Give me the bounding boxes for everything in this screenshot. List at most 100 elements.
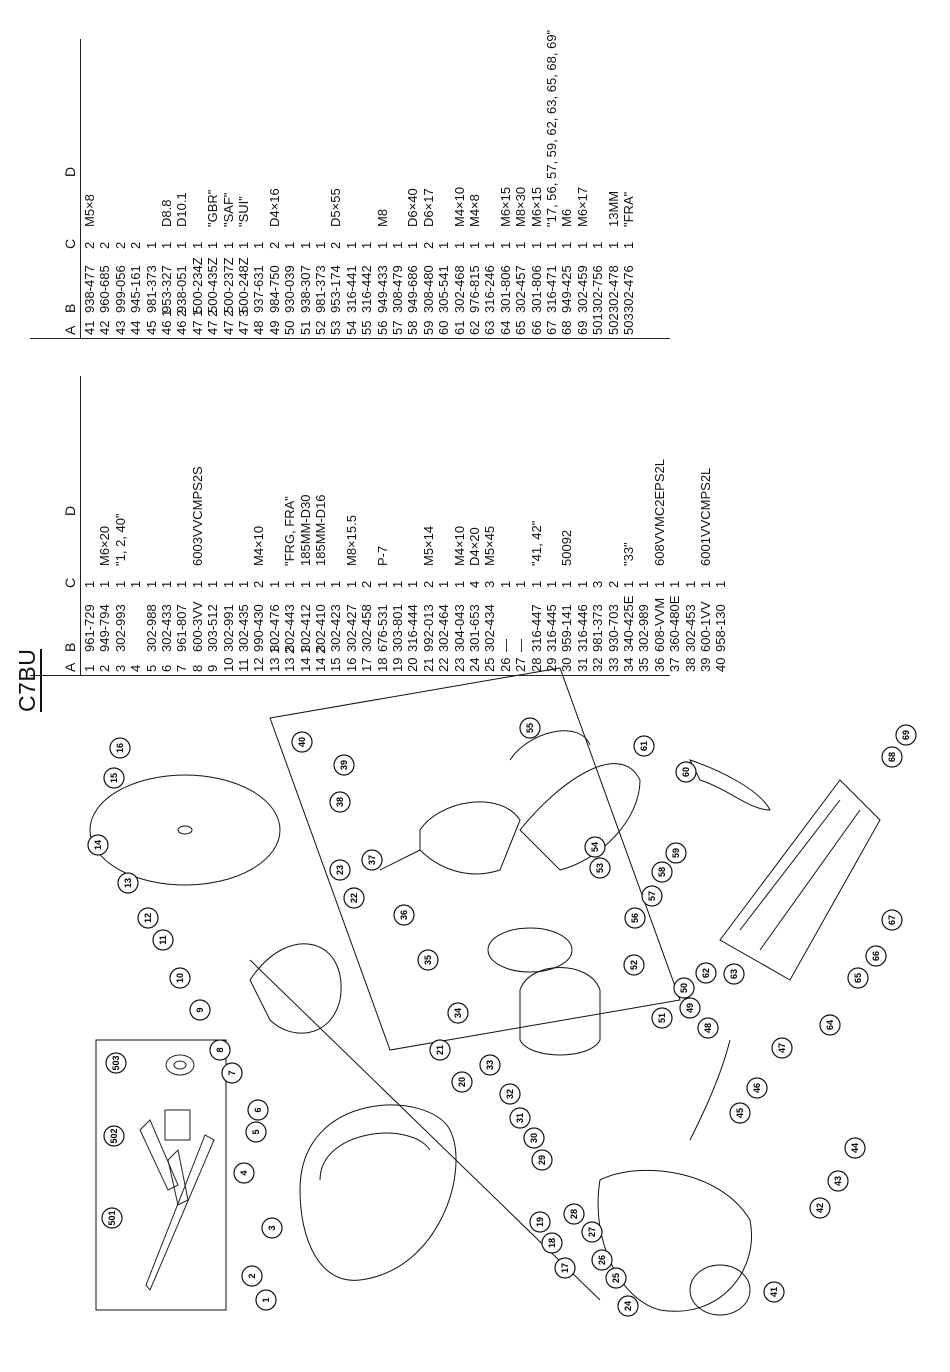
table-cell-a: 26 — [497, 657, 513, 672]
table-cell-c: 1 — [82, 580, 97, 588]
callout-57: 57 — [641, 885, 663, 907]
table-cell-b: 302-458 — [359, 604, 375, 652]
svg-text:25: 25 — [611, 1273, 621, 1283]
svg-text:66: 66 — [871, 951, 881, 961]
table-cell-a: 40 — [713, 657, 729, 672]
depth-lever — [689, 759, 771, 811]
callout-53: 53 — [589, 857, 611, 879]
table-cell-a: 5 — [143, 664, 159, 672]
svg-text:43: 43 — [833, 1176, 843, 1186]
table-cell-c: 1 — [236, 241, 251, 249]
table-cell-b: 500-435Z — [205, 257, 221, 313]
table-cell-c: 1 — [528, 241, 544, 249]
svg-text:29: 29 — [537, 1155, 547, 1165]
table-cell-b: 960-685 — [97, 265, 113, 313]
callout-69: 69 — [895, 724, 917, 746]
table-cell-a: 30 — [559, 657, 575, 672]
table-cell-a: 57 — [390, 320, 405, 335]
callout-20: 20 — [451, 1071, 473, 1093]
callout-41: 41 — [763, 1281, 785, 1303]
svg-text:8: 8 — [215, 1047, 225, 1052]
table-cell-a: 55 — [359, 320, 375, 335]
callout-48: 48 — [697, 1017, 719, 1039]
callout-5: 5 — [245, 1121, 267, 1143]
table-cell-d: M5×45 — [482, 525, 498, 566]
svg-text:32: 32 — [505, 1089, 515, 1099]
svg-text:21: 21 — [435, 1045, 445, 1055]
table-cell-a: 15 — [328, 657, 344, 672]
table-cell-d: D4×16 — [266, 188, 282, 227]
table-cell-a: 52 — [313, 320, 328, 335]
table-cell-c: 1 — [112, 580, 128, 588]
svg-text:2: 2 — [247, 1273, 257, 1278]
table-cell-c: 2 — [328, 241, 344, 249]
callout-43: 43 — [827, 1170, 849, 1192]
table-cell-a: 35 — [636, 657, 652, 672]
svg-text:67: 67 — [887, 915, 897, 925]
saw-blade — [89, 774, 281, 886]
table-cell-a: 18 — [374, 657, 390, 672]
table-cell-d: D5×55 — [328, 188, 344, 227]
svg-text:46: 46 — [752, 1083, 762, 1093]
callout-56: 56 — [624, 907, 646, 929]
svg-text:53: 53 — [595, 863, 605, 873]
callout-60: 60 — [675, 761, 697, 783]
table-cell-a: 34 — [621, 657, 636, 672]
table-cell-c: 1 — [343, 241, 359, 249]
table-cell-a: 6 — [159, 664, 174, 672]
table-cell-b: 302-756 — [590, 265, 606, 313]
table-cell-c: 1 — [174, 241, 190, 249]
table-cell-b: 302-412 — [297, 604, 313, 652]
table-cell-c: 1 — [374, 241, 390, 249]
callout-38: 38 — [329, 791, 351, 813]
table-cell-a: 22 — [436, 657, 452, 672]
table-cell-c: 4 — [467, 580, 482, 588]
svg-text:24: 24 — [623, 1301, 633, 1311]
callout-28: 28 — [563, 1203, 585, 1225]
table-cell-d: D6×17 — [420, 188, 436, 227]
table-cell-d: "GBR" — [205, 189, 221, 227]
table-cell-c: 1 — [313, 580, 328, 588]
svg-text:55: 55 — [525, 723, 535, 733]
column-header-c: C — [62, 577, 78, 588]
table-cell-c: 1 — [220, 580, 236, 588]
table-cell-a: 8 — [189, 664, 205, 672]
lower-guard — [249, 943, 342, 1034]
table-cell-d: M6×17 — [574, 186, 590, 227]
table-cell-d: M6×15 — [528, 186, 544, 227]
callout-51: 51 — [651, 1007, 673, 1029]
table-cell-b: 961-807 — [174, 604, 190, 652]
table-cell-c: 1 — [97, 580, 113, 588]
table-cell-c: 1 — [528, 580, 544, 588]
svg-text:68: 68 — [887, 752, 897, 762]
table-cell-a: 21 — [420, 657, 436, 672]
table-cell-b: 316-445 — [544, 604, 559, 652]
table-cell-b: 500-234Z — [189, 257, 205, 313]
table-cell-a: 54 — [343, 320, 359, 335]
table-cell-b: 959-141 — [559, 604, 575, 652]
table-cell-a: 51 — [297, 320, 313, 335]
table-cell-c: 1 — [189, 580, 205, 588]
table-cell-c: 1 — [467, 241, 482, 249]
svg-text:501: 501 — [107, 1210, 117, 1225]
table-cell-d: "17, 56, 57, 59, 62, 63, 65, 68, 69" — [544, 29, 559, 227]
table-cell-c: 1 — [651, 580, 667, 588]
column-header-c: C — [62, 238, 78, 249]
table-cell-a: 3 — [112, 664, 128, 672]
table-cell-a: 27 — [513, 657, 529, 672]
table-cell-a: 12 — [251, 657, 267, 672]
table-cell-d: 608VVMC2EPS2L — [651, 459, 667, 566]
table-cell-c: 2 — [251, 580, 267, 588]
table-cell-a: 60 — [436, 320, 452, 335]
table-cell-b: 302-993 — [112, 604, 128, 652]
table-cell-d: M8×30 — [513, 186, 529, 227]
table-cell-c: 1 — [590, 241, 606, 249]
table-cell-b: 301-653 — [467, 604, 482, 652]
table-cell-c: 1 — [205, 580, 221, 588]
tool-wrench-502 — [139, 1109, 191, 1191]
callout-46: 46 — [746, 1077, 768, 1099]
table-cell-a: 33 — [605, 657, 621, 672]
callout-18: 18 — [541, 1232, 563, 1254]
